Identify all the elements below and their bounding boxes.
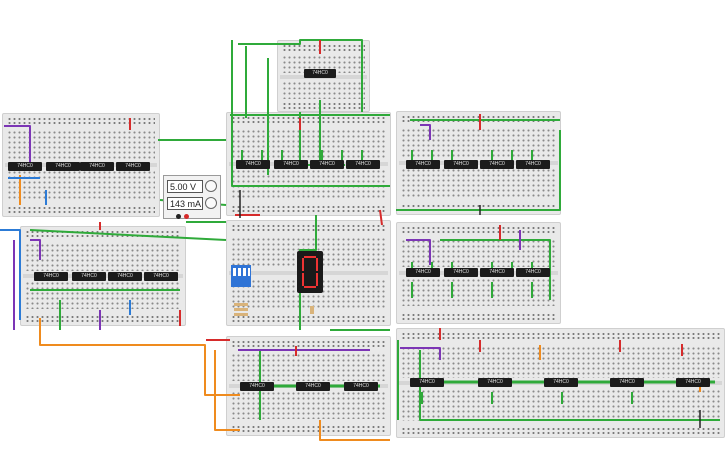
chip-label: 74HC0 [249, 383, 265, 389]
chip[interactable]: 74HC0 [108, 272, 142, 281]
chip[interactable]: 74HC0 [406, 268, 440, 277]
current-readout: 143 mA [167, 197, 203, 210]
chip-label: 74HC0 [553, 379, 569, 385]
chip[interactable]: 74HC0 [410, 378, 444, 387]
chip[interactable]: 74HC0 [480, 268, 514, 277]
chip[interactable]: 74HC0 [46, 162, 80, 171]
chip[interactable]: 74HC0 [544, 378, 578, 387]
segment-f [302, 258, 304, 271]
resistor[interactable] [234, 303, 248, 306]
dip-switch[interactable] [231, 265, 251, 287]
chip-label: 74HC0 [415, 269, 431, 275]
positive-terminal-icon[interactable] [184, 214, 189, 219]
chip[interactable]: 74HC0 [344, 382, 378, 391]
chip[interactable]: 74HC0 [406, 160, 440, 169]
segment-a [304, 256, 316, 258]
chip[interactable]: 74HC0 [240, 382, 274, 391]
seven-segment-display[interactable] [297, 251, 323, 293]
chip-label: 74HC0 [319, 161, 335, 167]
resistor[interactable] [234, 313, 248, 316]
chip-label: 74HC0 [312, 70, 328, 76]
chip-label: 74HC0 [43, 273, 59, 279]
voltage-knob[interactable] [205, 180, 217, 192]
resistor[interactable] [310, 306, 314, 314]
chip[interactable]: 74HC0 [676, 378, 710, 387]
segment-e [302, 273, 304, 286]
chip[interactable]: 74HC0 [116, 162, 150, 171]
dip-toggle[interactable] [243, 268, 246, 276]
chip[interactable]: 74HC0 [72, 272, 106, 281]
dip-toggle[interactable] [248, 268, 250, 276]
chip[interactable]: 74HC0 [516, 160, 550, 169]
voltage-readout: 5.00 V [167, 180, 203, 193]
chip-label: 74HC0 [487, 379, 503, 385]
chip-label: 74HC0 [305, 383, 321, 389]
chip-label: 74HC0 [153, 273, 169, 279]
chip-label: 74HC0 [117, 273, 133, 279]
chip-label: 74HC0 [353, 383, 369, 389]
chip-label: 74HC0 [619, 379, 635, 385]
chip-top-small[interactable]: 74HC0 [304, 69, 336, 78]
chip-label: 74HC0 [685, 379, 701, 385]
dip-toggle[interactable] [238, 268, 241, 276]
chip-label: 74HC0 [525, 269, 541, 275]
chip[interactable]: 74HC0 [236, 160, 270, 169]
chip-label: 74HC0 [17, 163, 33, 169]
chip-label: 74HC0 [81, 273, 97, 279]
chip[interactable]: 74HC0 [8, 162, 42, 171]
chip-label: 74HC0 [125, 163, 141, 169]
chip[interactable]: 74HC0 [346, 160, 380, 169]
chip-label: 74HC0 [453, 269, 469, 275]
segment-d [304, 286, 316, 288]
chip-label: 74HC0 [89, 163, 105, 169]
chip-label: 74HC0 [489, 161, 505, 167]
chip-label: 74HC0 [55, 163, 71, 169]
segment-b [316, 258, 318, 271]
chip-label: 74HC0 [419, 379, 435, 385]
dip-toggle[interactable] [233, 268, 236, 276]
chip[interactable]: 74HC0 [444, 160, 478, 169]
segment-c [316, 273, 318, 286]
power-supply[interactable]: 5.00 V 143 mA [163, 175, 221, 219]
chip[interactable]: 74HC0 [144, 272, 178, 281]
chip[interactable]: 74HC0 [274, 160, 308, 169]
chip-label: 74HC0 [453, 161, 469, 167]
chip-label: 74HC0 [525, 161, 541, 167]
chip[interactable]: 74HC0 [310, 160, 344, 169]
chip[interactable]: 74HC0 [610, 378, 644, 387]
chip-label: 74HC0 [245, 161, 261, 167]
chip[interactable]: 74HC0 [34, 272, 68, 281]
chip-label: 74HC0 [415, 161, 431, 167]
chip[interactable]: 74HC0 [444, 268, 478, 277]
chip-label: 74HC0 [283, 161, 299, 167]
current-knob[interactable] [205, 197, 217, 209]
chip-label: 74HC0 [355, 161, 371, 167]
resistor[interactable] [234, 308, 248, 311]
chip[interactable]: 74HC0 [478, 378, 512, 387]
chip[interactable]: 74HC0 [516, 268, 550, 277]
chip[interactable]: 74HC0 [480, 160, 514, 169]
chip[interactable]: 74HC0 [296, 382, 330, 391]
chip-label: 74HC0 [489, 269, 505, 275]
chip[interactable]: 74HC0 [80, 162, 114, 171]
negative-terminal-icon[interactable] [176, 214, 181, 219]
